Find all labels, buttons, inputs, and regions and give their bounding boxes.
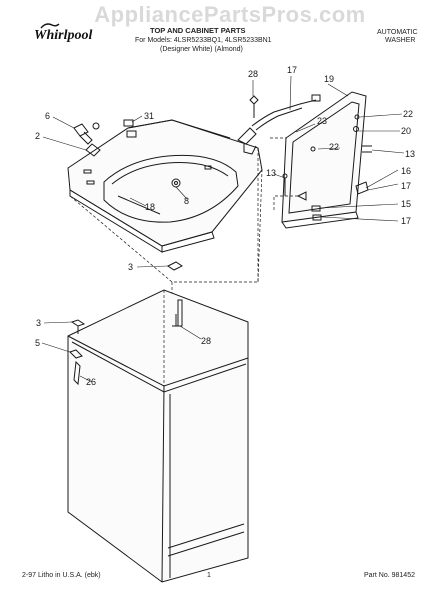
hinge-part-2: [85, 143, 101, 157]
callout-28-top: 28: [248, 69, 258, 79]
brand-logo: Whirlpool: [34, 28, 93, 43]
callout-2: 2: [35, 131, 40, 141]
callout-16: 16: [401, 166, 411, 176]
footer-part-number: Part No. 981452: [364, 572, 415, 579]
pads-parts-15-17: [311, 205, 322, 221]
product-line-1: AUTOMATIC: [377, 29, 418, 36]
callout-31: 31: [144, 111, 154, 121]
callout-18: 18: [145, 202, 155, 212]
product-line-2: WASHER: [385, 37, 416, 44]
hinge-part-6: [73, 122, 100, 145]
callout-17-harness: 17: [287, 65, 297, 75]
callout-26: 26: [86, 377, 96, 387]
cap-part-31: [123, 119, 137, 138]
callout-3-upper: 3: [128, 262, 133, 272]
callout-8: 8: [184, 196, 189, 206]
callout-20: 20: [401, 126, 411, 136]
callout-23: 23: [317, 116, 327, 126]
washer-cabinet: [67, 289, 249, 583]
callout-17-lower: 17: [401, 216, 411, 226]
washer-top-panel: [67, 119, 263, 253]
callout-6: 6: [45, 111, 50, 121]
clip-part-26: [73, 360, 81, 386]
footer-page-number: 1: [207, 572, 211, 579]
callout-22-lower: 22: [329, 142, 339, 152]
callout-17-mid: 17: [401, 181, 411, 191]
whirlpool-swirl-icon: [40, 23, 60, 29]
screw-part-28-top: [249, 95, 259, 118]
colors-line: (Designer White) (Almond): [160, 46, 243, 53]
callout-13-right: 13: [405, 149, 415, 159]
callout-28-cabinet: 28: [201, 336, 211, 346]
lid-switch-harness: [237, 94, 321, 155]
callout-5: 5: [35, 338, 40, 348]
washer-lid: [281, 91, 369, 229]
screw-part-28-cabinet: [172, 314, 180, 327]
watermark: AppliancePartsPros.com: [94, 2, 366, 27]
callout-15: 15: [401, 199, 411, 209]
diagram-title: TOP AND CABINET PARTS: [150, 26, 246, 35]
footer-litho: 2-97 Litho in U.S.A. (ebk): [22, 572, 101, 579]
callout-13-left: 13: [266, 168, 276, 178]
cabinet-screws-part-3: [70, 261, 183, 334]
callout-3-lower: 3: [36, 318, 41, 328]
bumper-parts-22: [353, 114, 360, 132]
callout-19: 19: [324, 74, 334, 84]
callout-22-upper: 22: [403, 109, 413, 119]
models-line: For Models: 4LSR5233BQ1, 4LSR5233BN1: [135, 37, 272, 44]
